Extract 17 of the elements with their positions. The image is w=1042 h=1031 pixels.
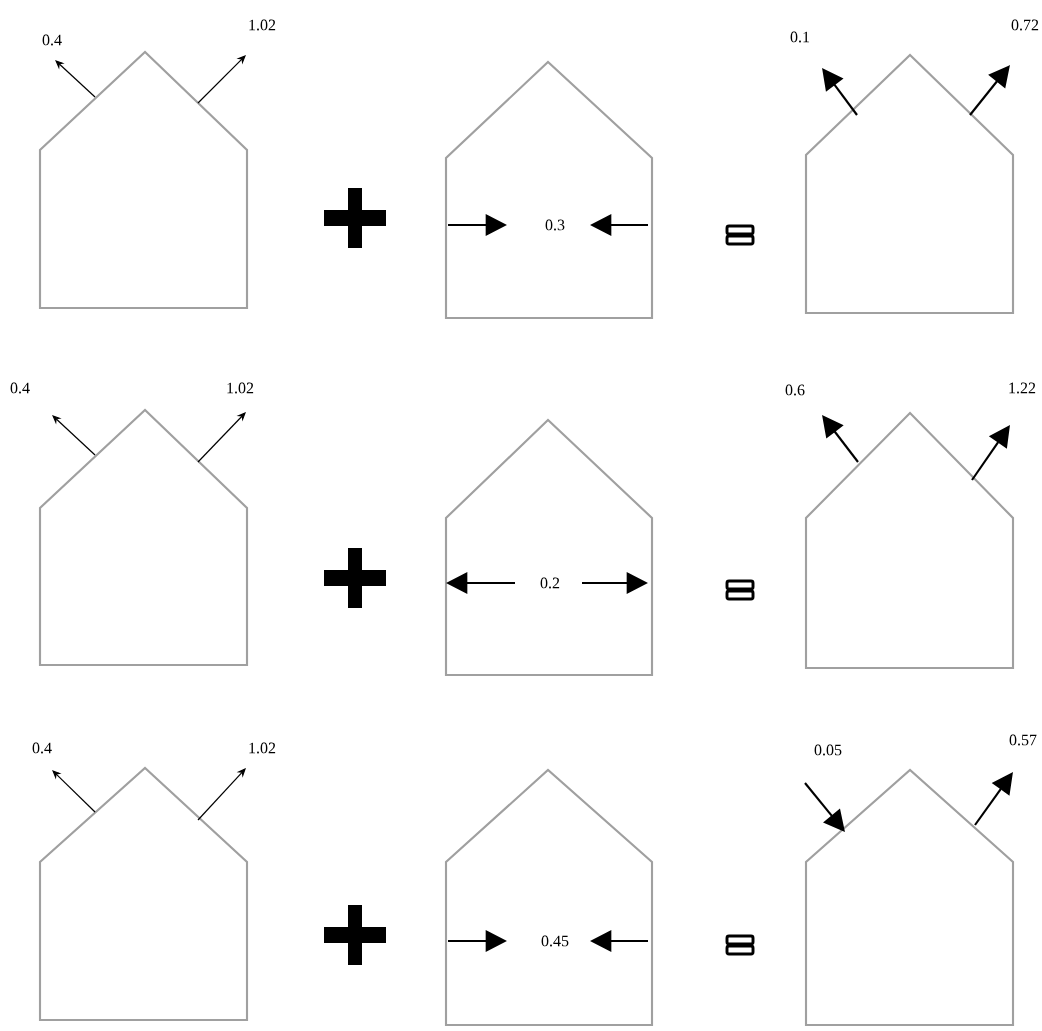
house-outline bbox=[804, 411, 1015, 670]
house-outline bbox=[38, 408, 249, 667]
house-outline bbox=[444, 60, 654, 320]
house-outline bbox=[38, 766, 249, 1022]
value-label: 0.45 bbox=[541, 935, 569, 947]
value-label: 0.1 bbox=[790, 31, 810, 43]
value-label: 0.57 bbox=[1009, 734, 1037, 746]
house-outline bbox=[38, 50, 249, 310]
house-outline bbox=[444, 418, 654, 677]
value-label: 0.6 bbox=[785, 384, 805, 396]
house-outline bbox=[804, 768, 1015, 1027]
value-label: 0.4 bbox=[32, 742, 52, 754]
house-outline bbox=[804, 53, 1015, 315]
house-outline bbox=[444, 768, 654, 1027]
value-label: 0.3 bbox=[545, 219, 565, 231]
value-label: 0.4 bbox=[10, 382, 30, 394]
value-label: 0.2 bbox=[540, 577, 560, 589]
